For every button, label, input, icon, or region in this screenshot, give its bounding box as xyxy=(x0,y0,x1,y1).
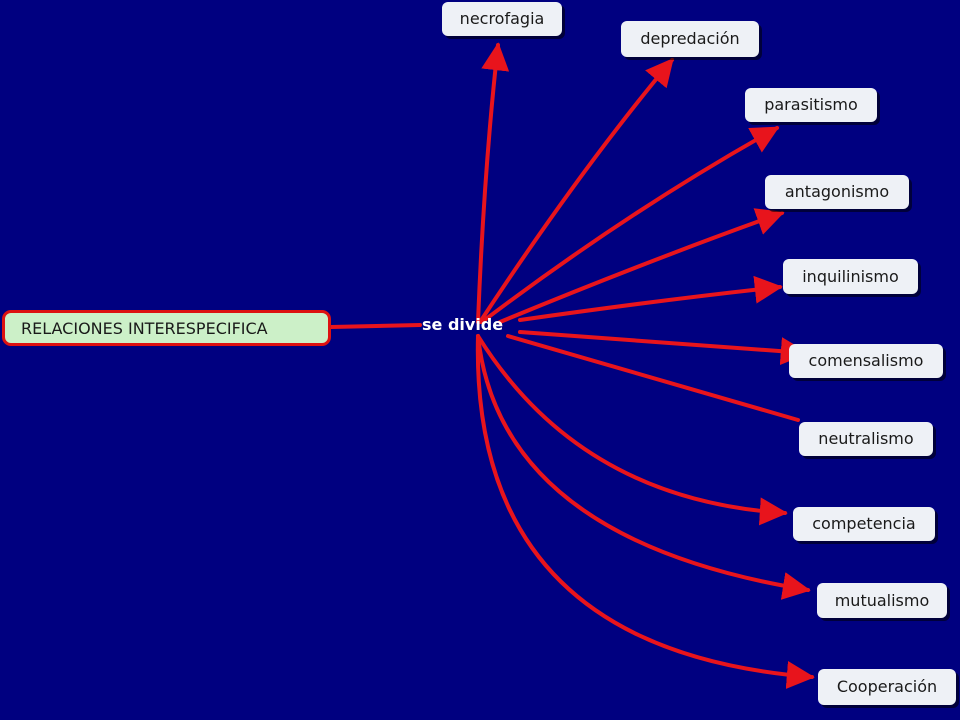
concept-competencia[interactable]: competencia xyxy=(793,507,935,541)
root-concept[interactable]: RELACIONES INTERESPECIFICA xyxy=(2,310,331,346)
concept-label: neutralismo xyxy=(818,429,914,448)
concept-label: comensalismo xyxy=(808,351,924,370)
link-to-mutualismo xyxy=(476,334,811,600)
link-to-neutralismo xyxy=(506,334,800,422)
concept-parasitismo[interactable]: parasitismo xyxy=(745,88,877,122)
link-to-competencia xyxy=(476,334,788,526)
concept-label: parasitismo xyxy=(764,95,858,114)
concept-label: inquilinismo xyxy=(802,266,899,286)
concept-inquilinismo[interactable]: inquilinismo xyxy=(783,259,918,294)
link-to-cooperacion xyxy=(475,334,815,689)
link-root-to-phrase xyxy=(329,323,422,329)
link-to-necrofagia xyxy=(476,42,510,324)
concept-neutralismo[interactable]: neutralismo xyxy=(799,422,933,456)
concept-label: competencia xyxy=(812,514,916,533)
concept-necrofagia[interactable]: necrofagia xyxy=(442,2,562,36)
link-to-inquilinismo xyxy=(518,275,783,322)
concept-label: depredación xyxy=(640,29,740,48)
link-to-comensalismo xyxy=(518,330,809,366)
concept-comensalismo[interactable]: comensalismo xyxy=(789,344,943,378)
linking-phrase[interactable]: se divide xyxy=(422,315,504,334)
concept-mutualismo[interactable]: mutualismo xyxy=(817,583,947,618)
concept-label: Cooperación xyxy=(836,677,938,696)
root-concept-label: RELACIONES INTERESPECIFICA xyxy=(21,318,268,338)
concept-antagonismo[interactable]: antagonismo xyxy=(765,175,909,209)
concept-label: antagonismo xyxy=(784,182,890,201)
concept-label: mutualismo xyxy=(834,590,930,610)
link-to-parasitismo xyxy=(480,126,780,324)
link-to-antagonismo xyxy=(498,208,785,324)
concept-depredacion[interactable]: depredación xyxy=(621,21,759,57)
link-to-depredacion xyxy=(478,57,674,324)
concept-cooperacion[interactable]: Cooperación xyxy=(818,669,956,705)
concept-label: necrofagia xyxy=(459,9,545,28)
